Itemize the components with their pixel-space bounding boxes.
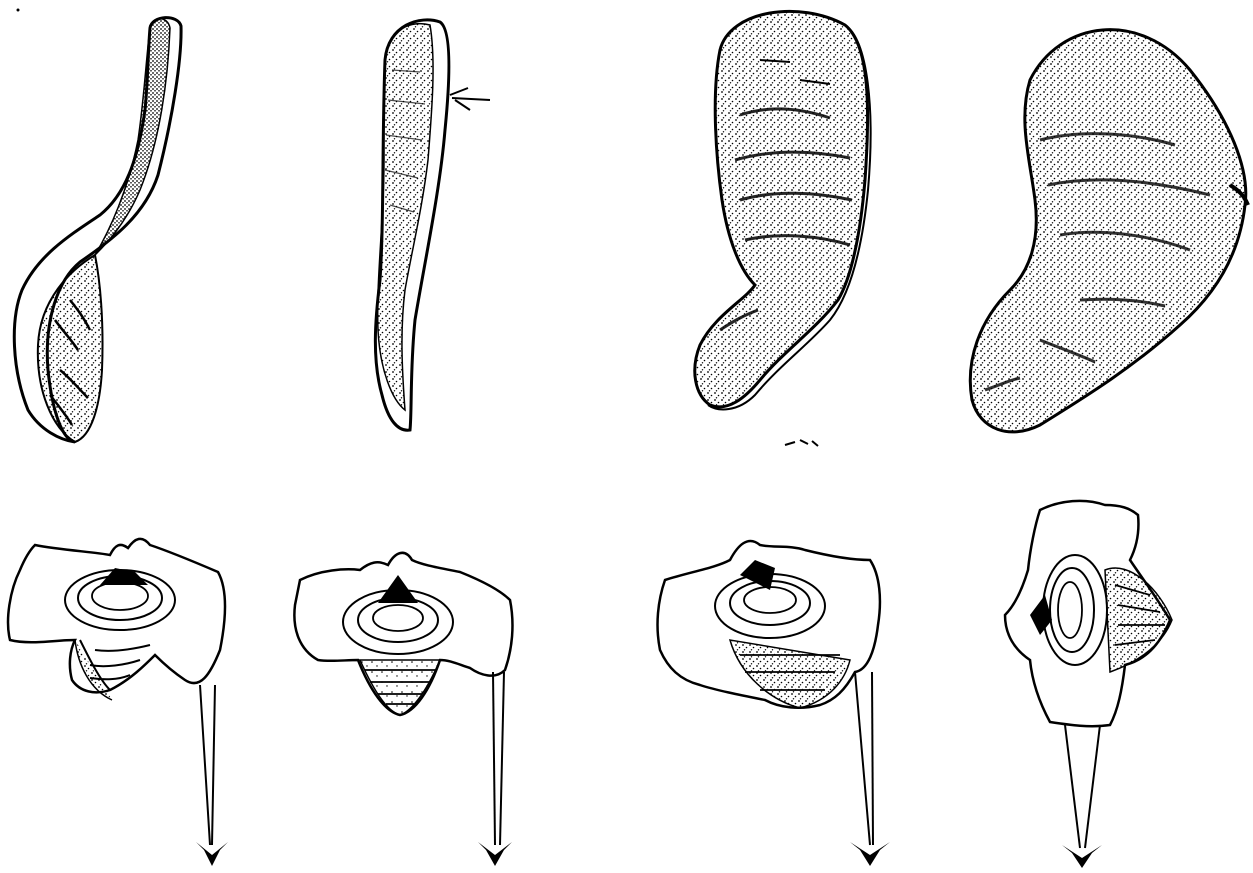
vertebra-view-1 <box>8 539 228 866</box>
vertebra-view-4-rotated <box>1005 501 1172 868</box>
thin-twisted-strip <box>14 18 181 442</box>
broad-curved-mass <box>970 30 1248 432</box>
vertebra-view-2 <box>294 553 512 866</box>
vertebra-view-3 <box>658 541 890 866</box>
narrow-strip-side-view <box>375 20 490 430</box>
bent-broad-mass <box>695 11 871 409</box>
